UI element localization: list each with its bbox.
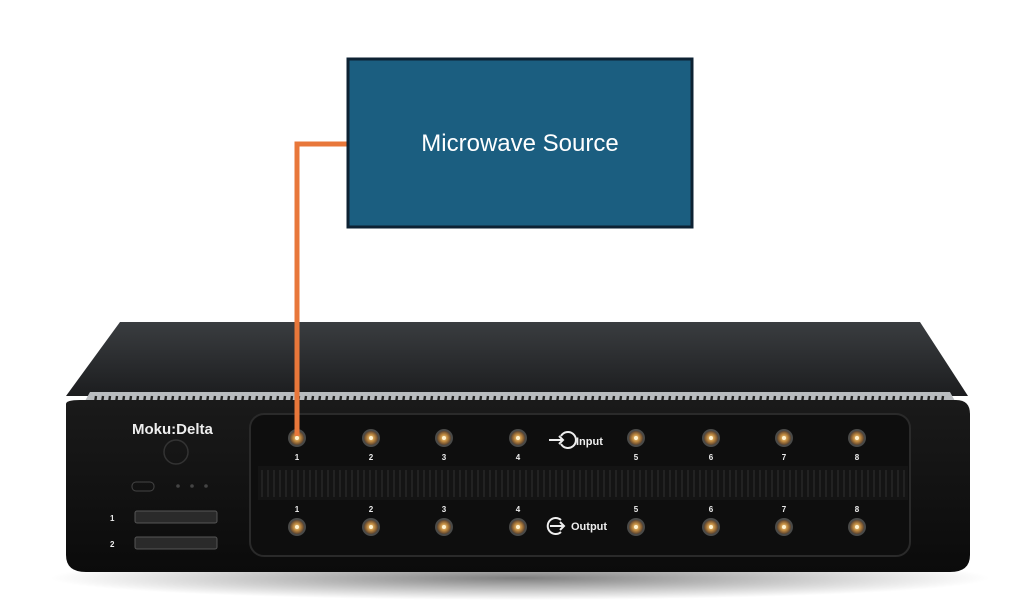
input-icon	[549, 431, 577, 449]
input-port-8[interactable]	[848, 429, 866, 447]
input-port-4[interactable]	[509, 429, 527, 447]
led-indicator	[190, 484, 194, 488]
input-label: Input	[576, 436, 603, 448]
output-port-7[interactable]	[775, 518, 793, 536]
output-port-number: 4	[516, 505, 521, 514]
led-indicator	[176, 484, 180, 488]
storage-slot-2[interactable]	[134, 536, 218, 550]
input-port-2[interactable]	[362, 429, 380, 447]
grille	[258, 466, 908, 500]
output-port-number: 7	[782, 505, 787, 514]
output-port-number: 1	[295, 505, 300, 514]
usb-c-port	[131, 481, 155, 492]
output-port-number: 8	[855, 505, 860, 514]
input-port-3[interactable]	[435, 429, 453, 447]
output-port-1[interactable]	[288, 518, 306, 536]
device-top-panel	[66, 322, 968, 396]
output-port-number: 3	[442, 505, 447, 514]
input-port-number: 7	[782, 453, 787, 462]
input-port-number: 2	[369, 453, 374, 462]
input-port-number: 4	[516, 453, 521, 462]
power-button[interactable]	[163, 439, 189, 465]
output-label: Output	[571, 521, 607, 533]
input-port-number: 6	[709, 453, 714, 462]
output-port-number: 6	[709, 505, 714, 514]
input-port-6[interactable]	[702, 429, 720, 447]
input-port-7[interactable]	[775, 429, 793, 447]
input-port-number: 5	[634, 453, 639, 462]
input-port-number: 8	[855, 453, 860, 462]
output-port-5[interactable]	[627, 518, 645, 536]
microwave-source-box	[346, 57, 694, 229]
output-port-number: 5	[634, 505, 639, 514]
output-port-8[interactable]	[848, 518, 866, 536]
brand-label: Moku:Delta	[132, 421, 213, 438]
output-port-6[interactable]	[702, 518, 720, 536]
output-port-3[interactable]	[435, 518, 453, 536]
input-port-1[interactable]	[288, 429, 306, 447]
output-port-2[interactable]	[362, 518, 380, 536]
cable	[294, 141, 349, 436]
led-indicator	[204, 484, 208, 488]
input-port-number: 1	[295, 453, 300, 462]
input-port-5[interactable]	[627, 429, 645, 447]
microwave-source-label: Microwave Source	[421, 130, 618, 157]
slot-label: 2	[110, 540, 115, 549]
grille-lines	[261, 470, 905, 497]
storage-slot-1[interactable]	[134, 510, 218, 524]
slot-label: 1	[110, 514, 115, 523]
output-icon	[546, 517, 566, 535]
input-port-number: 3	[442, 453, 447, 462]
output-port-4[interactable]	[509, 518, 527, 536]
output-port-number: 2	[369, 505, 374, 514]
